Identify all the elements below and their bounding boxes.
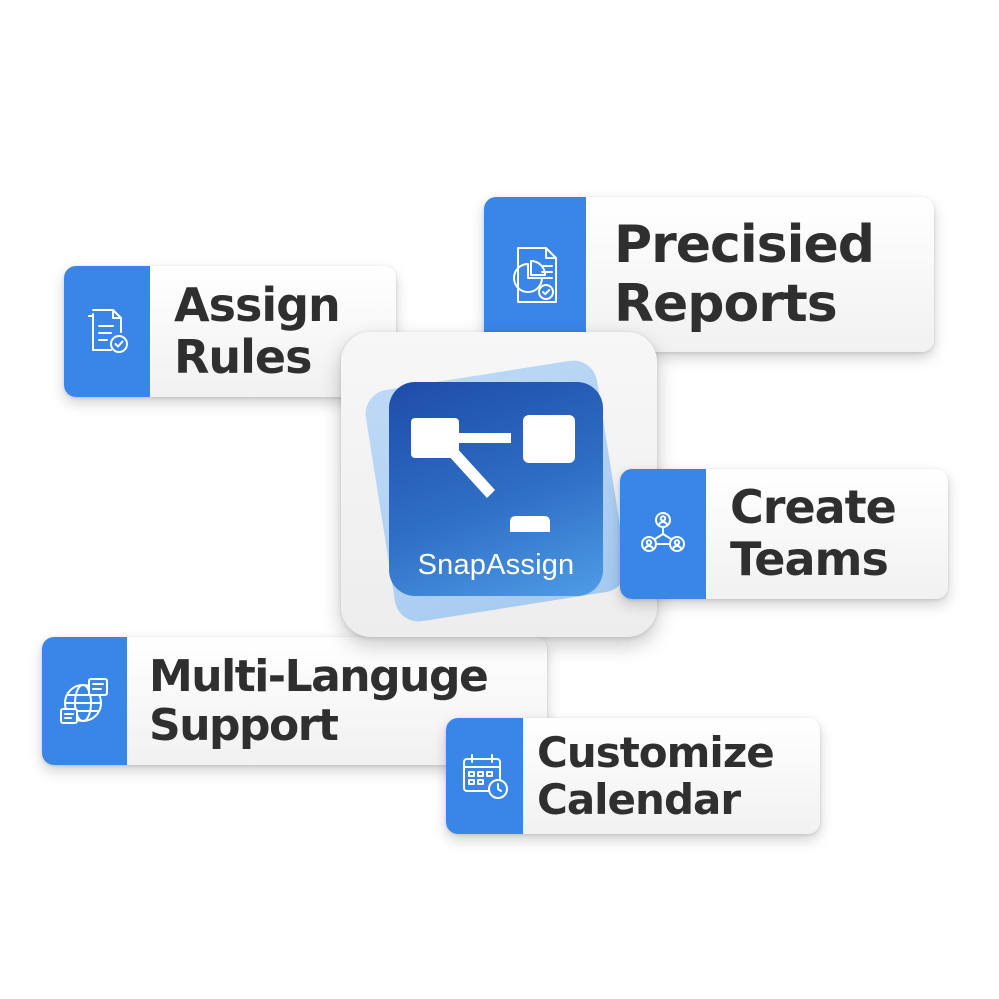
feature-title-line2: Support bbox=[149, 700, 339, 751]
feature-tab bbox=[446, 718, 523, 834]
feature-card-reports: Precisied Reports bbox=[484, 197, 934, 352]
feature-title-line1: Precisied bbox=[614, 215, 875, 276]
calendar-clock-icon bbox=[462, 754, 508, 799]
feature-card-multilang: Multi-Languge Support bbox=[42, 637, 547, 765]
feature-label: Multi-Languge Support bbox=[127, 637, 489, 765]
feature-card-calendar: Customize Calendar bbox=[446, 718, 820, 834]
feature-title-line2: Calendar bbox=[537, 775, 741, 824]
feature-title-line1: Create bbox=[730, 480, 897, 535]
feature-title-line2: Rules bbox=[174, 329, 313, 384]
feature-label: Customize Calendar bbox=[523, 718, 775, 834]
feature-label: Assign Rules bbox=[150, 266, 341, 397]
app-name: SnapAssign bbox=[417, 549, 575, 581]
feature-tab bbox=[42, 637, 127, 765]
feature-card-assign-rules: Assign Rules bbox=[64, 266, 396, 397]
snapassign-glyph bbox=[411, 415, 575, 532]
feature-title-line1: Assign bbox=[174, 277, 341, 332]
feature-label: Create Teams bbox=[706, 469, 897, 599]
report-pie-chart-icon bbox=[513, 246, 557, 303]
feature-tab bbox=[620, 469, 706, 599]
feature-tab bbox=[484, 197, 586, 352]
feature-title-line2: Reports bbox=[614, 273, 838, 334]
globe-translate-icon bbox=[59, 678, 108, 724]
feature-title-line1: Multi-Languge bbox=[149, 650, 489, 702]
feature-card-teams: Create Teams bbox=[620, 469, 948, 599]
feature-label: Precisied Reports bbox=[586, 197, 875, 352]
app-icon-frame: SnapAssign bbox=[341, 332, 657, 637]
feature-tab bbox=[64, 266, 150, 397]
feature-title-line2: Teams bbox=[730, 532, 889, 586]
snapassign-logo: SnapAssign bbox=[389, 382, 603, 596]
document-check-icon bbox=[88, 308, 128, 353]
team-network-icon bbox=[641, 512, 685, 552]
feature-title-line1: Customize bbox=[537, 727, 775, 777]
